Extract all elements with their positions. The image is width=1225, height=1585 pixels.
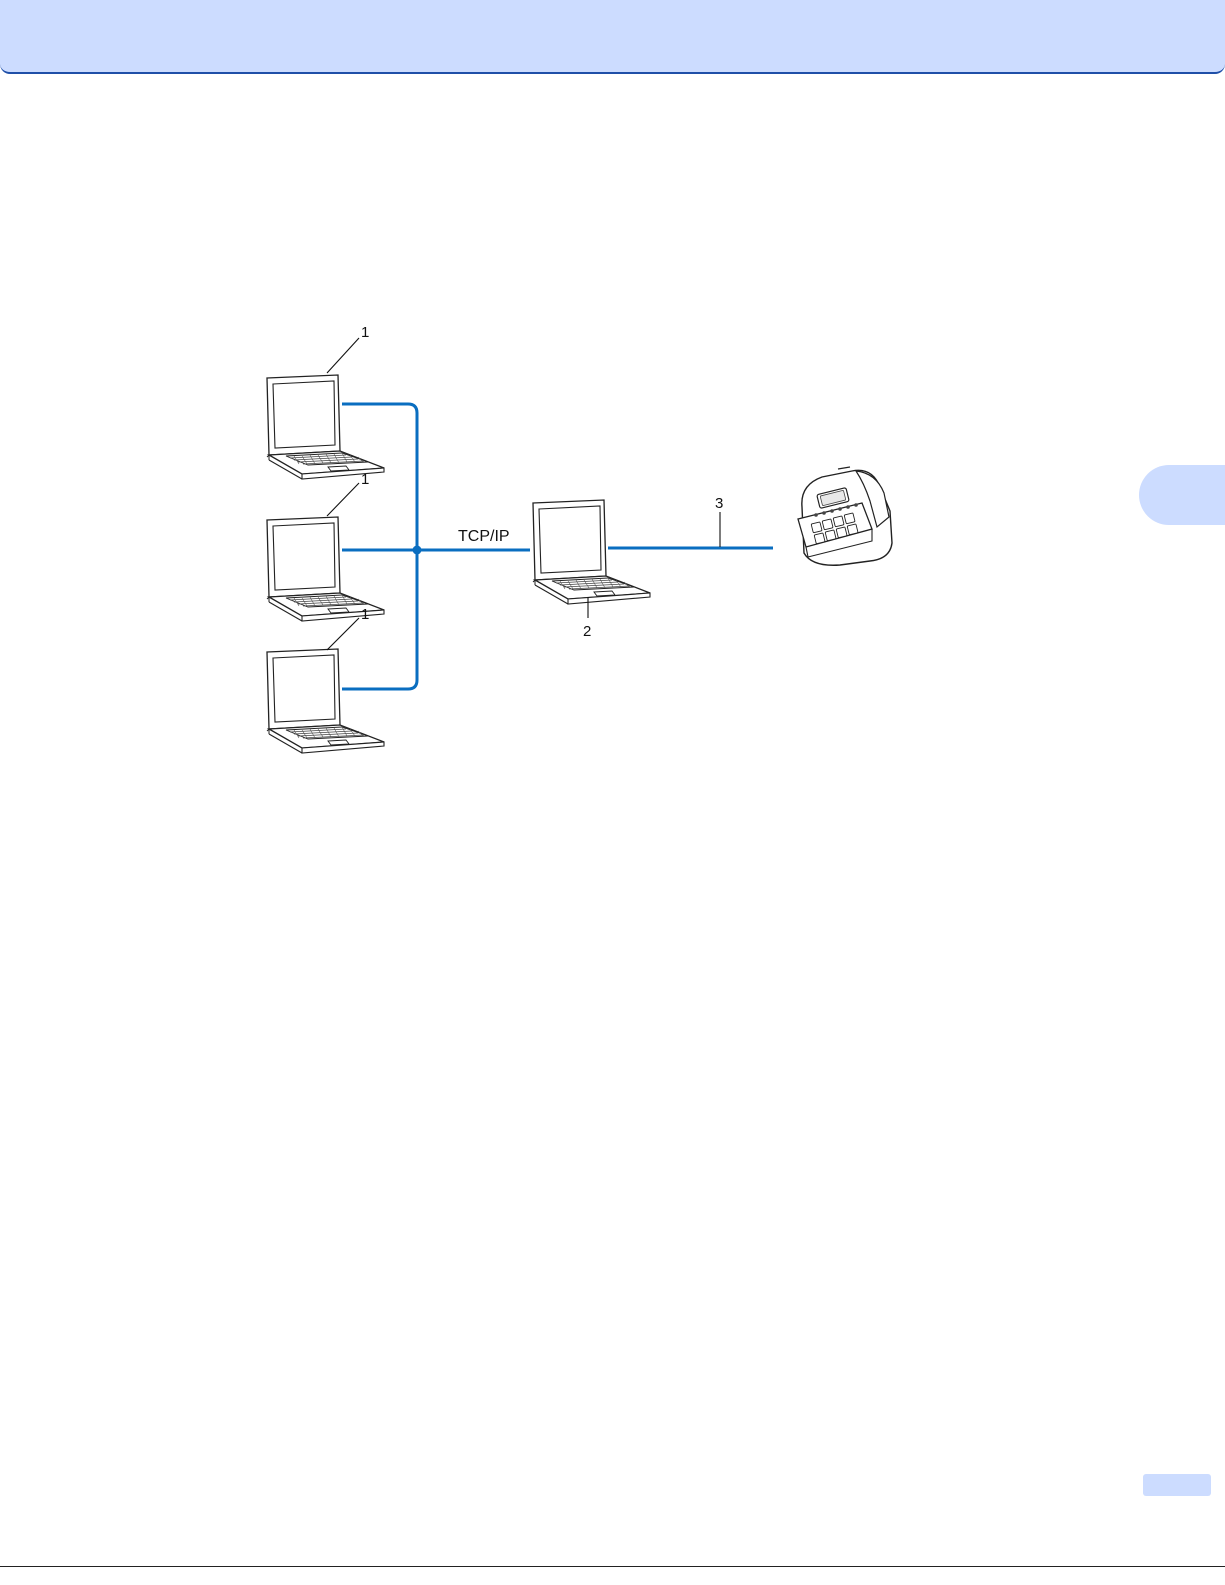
laptop-icon: [267, 375, 384, 479]
callout-label-1c: 1: [361, 606, 369, 623]
callout-label-1a: 1: [361, 324, 369, 341]
label-printer-icon: [798, 467, 892, 565]
client-bus-line: [342, 404, 417, 689]
protocol-label: TCP/IP: [458, 528, 510, 545]
callout-leaders: [327, 338, 720, 650]
laptop-icon: [267, 649, 384, 753]
laptop-icon: [533, 500, 650, 604]
junction-dot: [413, 546, 422, 555]
callout-label-2: 2: [583, 623, 591, 640]
callout-label-3: 3: [715, 495, 723, 512]
callout-label-1b: 1: [361, 471, 369, 488]
